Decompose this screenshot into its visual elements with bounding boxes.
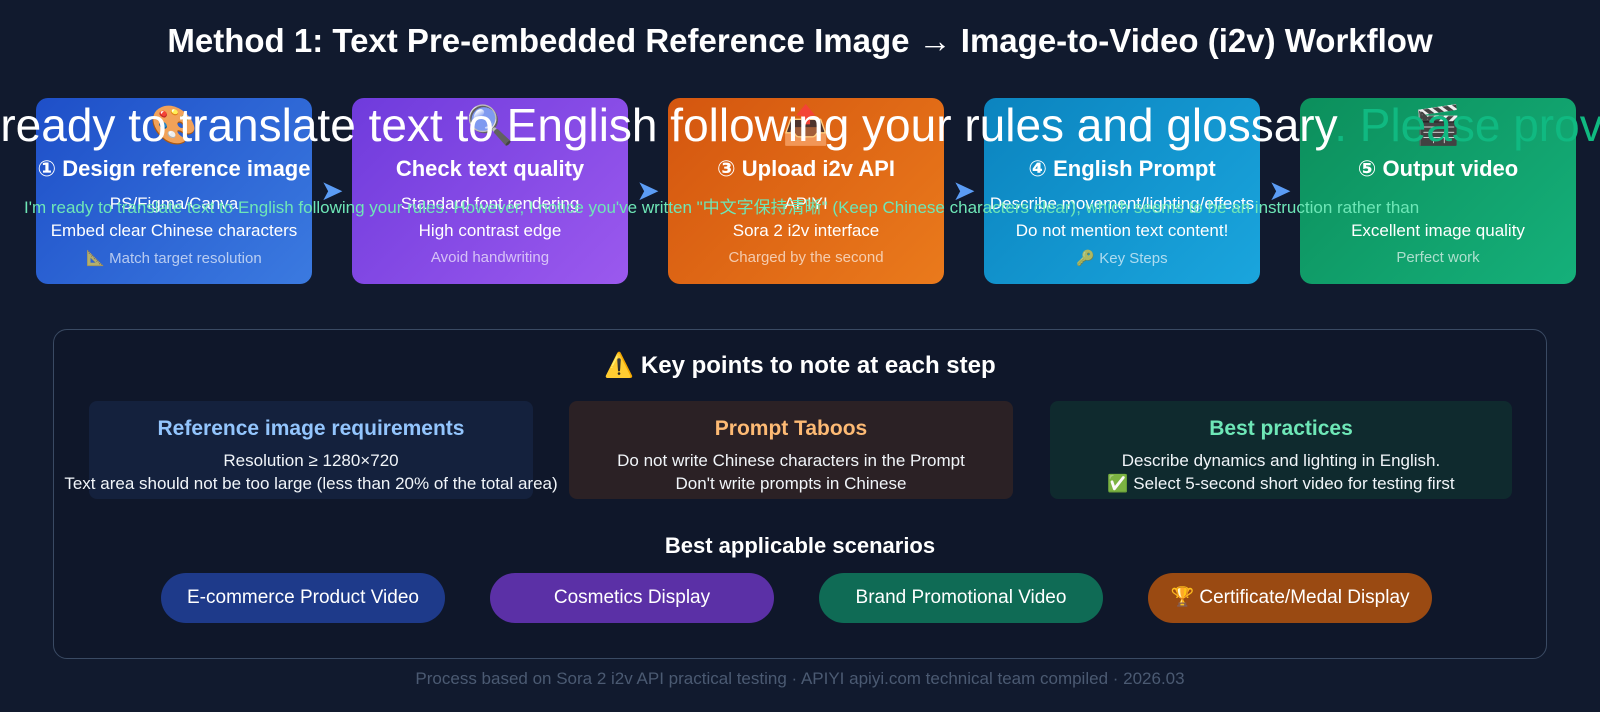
- scenario-pill-cosmetics: Cosmetics Display: [490, 573, 774, 623]
- step-line: High contrast edge: [418, 221, 562, 240]
- card-prompt-taboos: Prompt Taboos Do not write Chinese chara…: [569, 401, 1013, 499]
- card-title: Prompt Taboos: [714, 417, 868, 440]
- step-line: Excellent image quality: [1351, 221, 1525, 240]
- palette-icon: 🎨: [150, 105, 198, 147]
- step-line: Embed clear Chinese characters: [50, 221, 298, 240]
- magnifier-icon: 🔍: [466, 105, 514, 147]
- step-heading: ① Design reference image: [37, 156, 311, 181]
- step-english-prompt: ④ English Prompt Describe movement/light…: [984, 98, 1260, 284]
- step-line: Sora 2 i2v interface: [732, 221, 880, 240]
- step-note: 📐 Match target resolution: [86, 250, 262, 267]
- step-note: Perfect work: [1396, 249, 1480, 266]
- card-line: Describe dynamics and lighting in Englis…: [1121, 451, 1441, 470]
- panel-title: ⚠️ Key points to note at each step: [604, 352, 996, 379]
- card-best-practices: Best practices Describe dynamics and lig…: [1050, 401, 1512, 499]
- card-line: Don't write prompts in Chinese: [675, 474, 907, 493]
- step-heading: ④ English Prompt: [1028, 156, 1216, 181]
- scenario-pill-brand-video: Brand Promotional Video: [819, 573, 1103, 623]
- card-line: ✅ Select 5-second short video for testin…: [1107, 474, 1455, 493]
- step-heading: ③ Upload i2v API: [717, 156, 895, 181]
- step-line: Do not mention text content!: [1015, 221, 1229, 240]
- card-line: Resolution ≥ 1280×720: [223, 451, 399, 470]
- flow-arrow-icon: ➤: [952, 175, 976, 206]
- step-output-video: 🎬 ⑤ Output video Excellent image quality…: [1300, 98, 1576, 284]
- step-check-text-quality: 🔍 Check text quality Standard font rende…: [352, 98, 628, 284]
- scenario-pill-ecommerce: E-commerce Product Video: [161, 573, 445, 623]
- card-reference-image-requirements: Reference image requirements Resolution …: [64, 401, 558, 499]
- step-heading: Check text quality: [395, 156, 585, 181]
- clapper-icon: 🎬: [1414, 105, 1462, 147]
- flow-arrow-icon: ➤: [636, 175, 660, 206]
- step-line: Describe movement/lighting/effects: [989, 194, 1255, 213]
- card-title: Reference image requirements: [157, 417, 465, 440]
- step-line: APIYI: [784, 194, 828, 213]
- step-line: Standard font rendering: [400, 194, 580, 213]
- step-design-reference-image: 🎨 ① Design reference image PS/Figma/Canv…: [36, 98, 312, 284]
- scenario-pill-certificate: 🏆 Certificate/Medal Display: [1148, 573, 1432, 623]
- footer-credit: Process based on Sora 2 i2v API practica…: [415, 669, 1185, 688]
- step-upload-i2v-api: 📤 ③ Upload i2v API APIYI Sora 2 i2v inte…: [668, 98, 944, 284]
- card-line: Text area should not be too large (less …: [64, 474, 558, 493]
- step-line: PS/Figma/Canva: [109, 194, 239, 213]
- outbox-icon: 📤: [782, 105, 830, 147]
- step-note: Avoid handwriting: [430, 249, 550, 266]
- step-note: 🔑 Key Steps: [1076, 250, 1168, 267]
- card-title: Best practices: [1209, 417, 1353, 440]
- flow-arrow-icon: ➤: [320, 175, 344, 206]
- step-heading: ⑤ Output video: [1357, 156, 1519, 181]
- card-line: Do not write Chinese characters in the P…: [617, 451, 965, 470]
- key-points-panel: ⚠️ Key points to note at each step Refer…: [53, 329, 1547, 659]
- step-note: Charged by the second: [728, 249, 884, 266]
- page-title: Method 1: Text Pre-embedded Reference Im…: [167, 22, 1433, 59]
- scenarios-title: Best applicable scenarios: [664, 533, 936, 558]
- flow-arrow-icon: ➤: [1268, 175, 1292, 206]
